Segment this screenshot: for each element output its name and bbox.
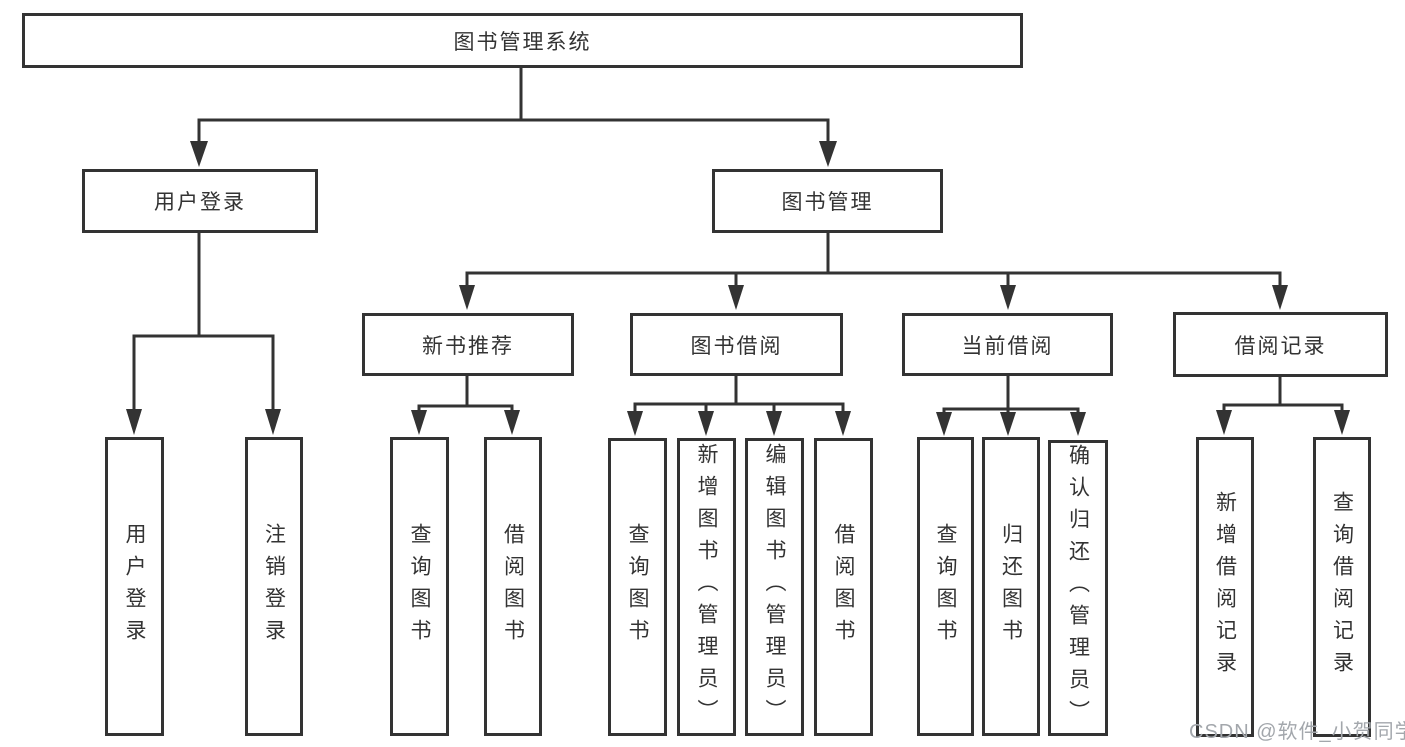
csdn-watermark: CSDN @软件_小贺同学: [1189, 721, 1405, 743]
connector-root-to-level2: [197, 68, 830, 144]
node-root: 图书管理系统: [22, 13, 1023, 68]
node-current-borrowing: 当前借阅: [902, 313, 1113, 376]
node-user-login-label: 用户登录: [154, 191, 246, 214]
leaf-borrowing-edit-books-admin: 编辑图书（管理员）: [745, 438, 804, 736]
arrowheads: [126, 141, 1350, 436]
connector-current-to-leaves: [942, 376, 1080, 415]
leaf-borrowing-add-books-admin: 新增图书（管理员）: [677, 438, 736, 736]
connector-borrowing-to-leaves: [633, 376, 845, 414]
leaf-borrowing-query-books: 查询图书: [608, 438, 667, 736]
node-book-management-label: 图书管理: [781, 191, 874, 214]
node-new-book-recommendation-label: 新书推荐: [422, 334, 514, 358]
leaf-recommend-borrow-books: 借阅图书: [484, 437, 542, 736]
node-book-management: 图书管理: [712, 169, 943, 233]
leaf-records-add-record: 新增借阅记录: [1196, 437, 1254, 737]
node-borrowing-records-label: 借阅记录: [1234, 334, 1327, 358]
node-new-book-recommendation: 新书推荐: [362, 313, 574, 376]
node-root-label: 图书管理系统: [453, 30, 592, 54]
leaf-current-return-books: 归还图书: [982, 437, 1040, 736]
node-book-borrowing: 图书借阅: [630, 313, 843, 376]
leaf-current-query-books: 查询图书: [917, 437, 974, 736]
node-user-login: 用户登录: [82, 169, 318, 233]
node-book-borrowing-label: 图书借阅: [690, 334, 783, 358]
node-borrowing-records: 借阅记录: [1173, 312, 1388, 377]
connector-book-management-to-level3: [465, 233, 1282, 288]
connector-recommend-to-leaves: [417, 376, 514, 413]
leaf-borrowing-borrow-books: 借阅图书: [814, 438, 873, 736]
leaf-recommend-query-books: 查询图书: [390, 437, 449, 736]
leaf-records-query-record: 查询借阅记录: [1313, 437, 1371, 737]
connector-user-login-to-leaves: [132, 233, 275, 412]
leaf-current-confirm-return-admin: 确认归还（管理员）: [1048, 440, 1108, 736]
node-current-borrowing-label: 当前借阅: [961, 334, 1054, 358]
connector-records-to-leaves: [1222, 377, 1344, 413]
leaf-logout: 注销登录: [245, 437, 303, 736]
leaf-user-login: 用户登录: [105, 437, 164, 736]
